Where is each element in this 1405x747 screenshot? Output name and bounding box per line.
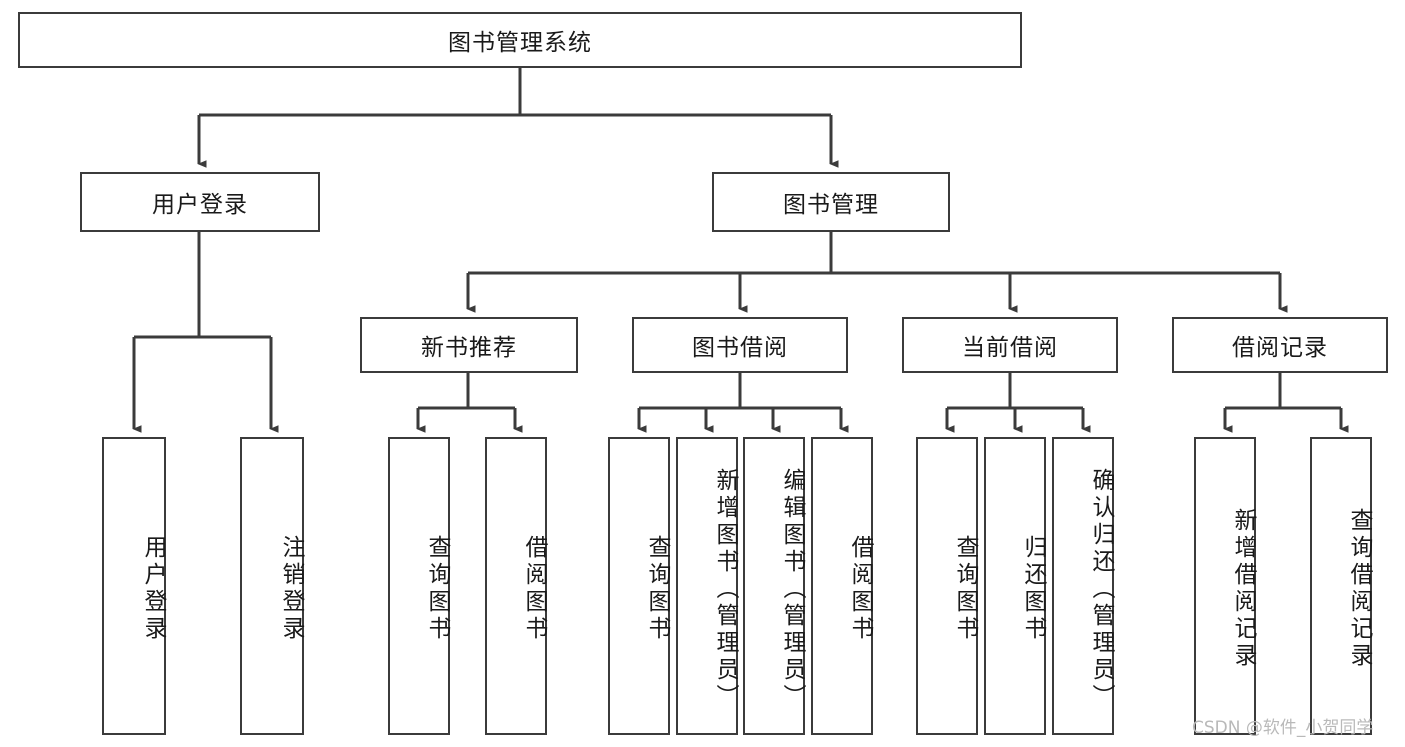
node-user-login-label: 用户登录 <box>152 192 248 218</box>
leaf-current-borrow-query[interactable]: 查询图书 <box>916 437 978 735</box>
node-current-borrow[interactable]: 当前借阅 <box>902 317 1118 373</box>
leaf-borrow-record-query-label: 查询借阅记录 <box>1346 508 1372 670</box>
node-new-book-recommend[interactable]: 新书推荐 <box>360 317 578 373</box>
leaf-new-book-query[interactable]: 查询图书 <box>388 437 450 735</box>
leaf-current-borrow-confirm-return-label: 确认归还（管理员） <box>1088 467 1114 711</box>
leaf-book-borrow-add[interactable]: 新增图书（管理员） <box>676 437 738 735</box>
leaf-user-login-signout[interactable]: 注销登录 <box>240 437 304 735</box>
leaf-borrow-record-add-label: 新增借阅记录 <box>1230 508 1256 670</box>
leaf-book-borrow-query-label: 查询图书 <box>644 535 670 643</box>
node-root-system[interactable]: 图书管理系统 <box>18 12 1022 68</box>
leaf-new-book-borrow[interactable]: 借阅图书 <box>485 437 547 735</box>
leaf-book-borrow-lend[interactable]: 借阅图书 <box>811 437 873 735</box>
leaf-user-login-signin-label: 用户登录 <box>140 535 166 643</box>
leaf-user-login-signout-label: 注销登录 <box>278 535 304 643</box>
node-book-management-label: 图书管理 <box>783 192 879 218</box>
leaf-new-book-query-label: 查询图书 <box>424 535 450 643</box>
leaf-current-borrow-query-label: 查询图书 <box>952 535 978 643</box>
leaf-user-login-signin[interactable]: 用户登录 <box>102 437 166 735</box>
leaf-book-borrow-edit-label: 编辑图书（管理员） <box>779 467 805 711</box>
node-borrow-record[interactable]: 借阅记录 <box>1172 317 1388 373</box>
node-borrow-record-label: 借阅记录 <box>1232 335 1328 361</box>
node-new-book-recommend-label: 新书推荐 <box>421 335 517 361</box>
leaf-book-borrow-edit[interactable]: 编辑图书（管理员） <box>743 437 805 735</box>
node-user-login[interactable]: 用户登录 <box>80 172 320 232</box>
leaf-borrow-record-add[interactable]: 新增借阅记录 <box>1194 437 1256 735</box>
leaf-current-borrow-return-label: 归还图书 <box>1020 535 1046 643</box>
node-current-borrow-label: 当前借阅 <box>962 335 1058 361</box>
node-book-borrow-label: 图书借阅 <box>692 335 788 361</box>
leaf-current-borrow-confirm-return[interactable]: 确认归还（管理员） <box>1052 437 1114 735</box>
leaf-current-borrow-return[interactable]: 归还图书 <box>984 437 1046 735</box>
node-book-borrow[interactable]: 图书借阅 <box>632 317 848 373</box>
leaf-book-borrow-lend-label: 借阅图书 <box>847 535 873 643</box>
leaf-book-borrow-query[interactable]: 查询图书 <box>608 437 670 735</box>
leaf-book-borrow-add-label: 新增图书（管理员） <box>712 467 738 711</box>
node-root-system-label: 图书管理系统 <box>448 30 592 56</box>
leaf-new-book-borrow-label: 借阅图书 <box>521 535 547 643</box>
leaf-borrow-record-query[interactable]: 查询借阅记录 <box>1310 437 1372 735</box>
node-book-management[interactable]: 图书管理 <box>712 172 950 232</box>
